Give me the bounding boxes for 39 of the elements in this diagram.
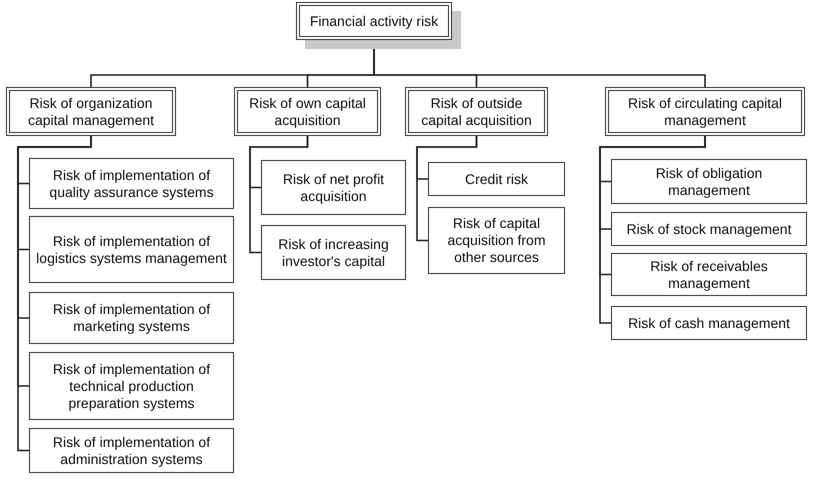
risk-box — [428, 207, 565, 274]
box-text: Risk of outside capital acquisition — [420, 94, 533, 128]
risk-box — [29, 292, 234, 344]
risk-box — [611, 159, 807, 204]
box-text: Risk of increasing investor's capital — [277, 236, 390, 270]
box-text: Risk of cash management — [628, 314, 790, 332]
box-text: Risk of net profit acquisition — [282, 170, 386, 204]
box-text: Risk of implementation of technical production preparation systems — [52, 360, 212, 412]
box-text: Risk of capital acquisition from other sources — [446, 215, 547, 266]
risk-box — [234, 87, 381, 136]
risk-box — [6, 87, 176, 136]
box-text: Risk of implementation of quality assurance systems — [48, 166, 215, 200]
risk-box — [605, 87, 805, 136]
box-text: Risk of receivables management — [649, 258, 769, 292]
connector-line — [249, 136, 308, 254]
risk-box — [261, 160, 406, 215]
box-text: Risk of stock management — [626, 220, 792, 238]
box-text: Risk of organization capital management — [26, 94, 156, 128]
risk-box — [428, 162, 565, 196]
risk-box — [611, 212, 807, 246]
box-text: Risk of implementation of administration systems — [52, 434, 212, 468]
risk-box — [29, 216, 234, 283]
box-text: Risk of implementation of marketing systems — [52, 301, 212, 335]
risk-box — [29, 158, 234, 209]
box-text: Financial activity risk — [310, 12, 438, 30]
risk-box — [611, 253, 807, 296]
box-text: Risk of own capital acquisition — [248, 94, 367, 128]
risk-box — [611, 306, 807, 340]
box-text: Risk of implementation of logistics systems management — [35, 232, 228, 266]
box-text: Risk of circulating capital management — [626, 94, 784, 128]
risk-box — [261, 225, 406, 280]
connector-line — [599, 136, 706, 324]
risk-box — [29, 428, 234, 473]
risk-box — [405, 87, 548, 136]
connector-line — [17, 136, 92, 452]
box-text: Credit risk — [464, 170, 528, 188]
connector-line — [416, 136, 478, 242]
risk-box — [29, 352, 234, 420]
box-text: Risk of obligation management — [654, 164, 764, 198]
